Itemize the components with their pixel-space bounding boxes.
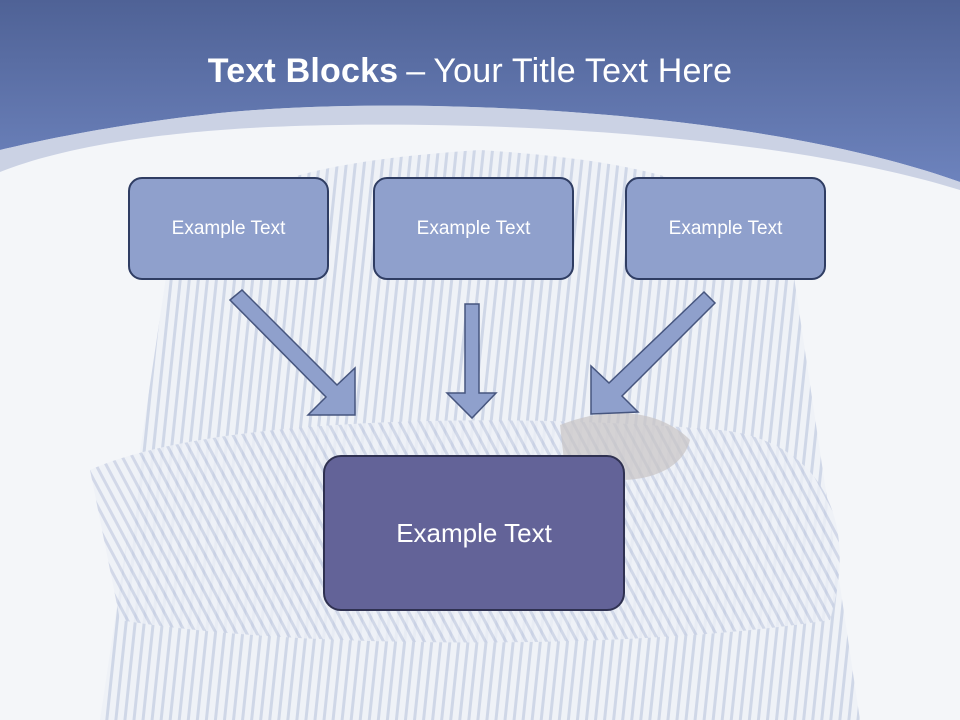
title-rest: Your Title Text Here: [433, 52, 733, 90]
slide-title: Text Blocks–Your Title Text Here: [0, 52, 940, 91]
text-box-top-center[interactable]: Example Text: [373, 177, 574, 280]
title-dash: –: [406, 52, 426, 90]
header-band: [0, 0, 960, 190]
text-box-top-right[interactable]: Example Text: [625, 177, 826, 280]
text-box-label: Example Text: [668, 217, 783, 239]
text-box-label: Example Text: [416, 217, 531, 239]
text-box-label: Example Text: [171, 217, 286, 239]
text-box-top-left[interactable]: Example Text: [128, 177, 329, 280]
text-box-main[interactable]: Example Text: [323, 455, 625, 611]
title-bold: Text Blocks: [207, 52, 399, 90]
text-box-label: Example Text: [396, 517, 552, 548]
